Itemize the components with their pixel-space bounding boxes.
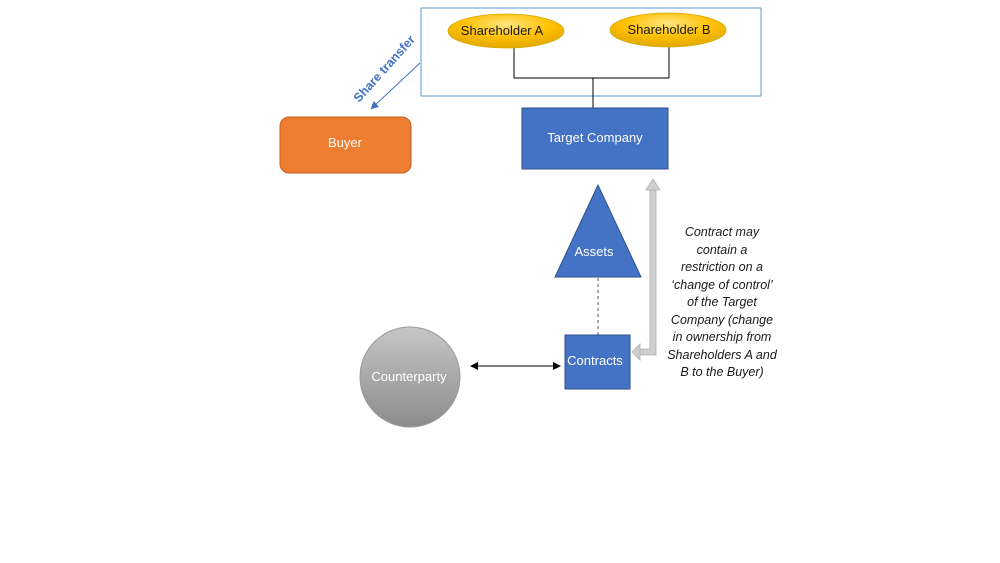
shareholder-b-label: Shareholder B: [627, 22, 710, 37]
change-of-control-arrow: [631, 178, 661, 361]
note-line: Shareholders A and: [667, 347, 777, 362]
contracts-node[interactable]: Contracts: [564, 334, 631, 390]
target-company-node[interactable]: Target Company: [521, 107, 669, 170]
note-line: restriction on a: [681, 260, 763, 274]
assets-node[interactable]: Assets: [554, 183, 642, 278]
note-line: ‘change of control’: [671, 277, 773, 292]
counterparty-label: Counterparty: [371, 369, 447, 384]
buyer-label: Buyer: [328, 135, 363, 150]
note-line: of the Target: [687, 295, 757, 309]
shareholders-frame: [420, 7, 762, 97]
shareholder-a-node[interactable]: Shareholder A: [447, 13, 565, 49]
note-line: Contract may: [684, 225, 760, 239]
note-line: in ownership from: [672, 330, 772, 344]
contracts-label: Contracts: [567, 353, 623, 368]
shareholder-a-label: Shareholder A: [461, 23, 544, 38]
note-line: B to the Buyer): [680, 365, 764, 379]
note-line: contain a: [696, 242, 748, 257]
note-line: Company (change: [670, 312, 774, 327]
assets-label: Assets: [574, 244, 614, 259]
counterparty-node[interactable]: Counterparty: [359, 326, 461, 428]
ownership-connector: [513, 44, 670, 108]
share-transfer-arrow: [370, 62, 421, 110]
share-transfer-label: Share transfer: [351, 33, 418, 105]
target-company-label: Target Company: [547, 130, 643, 145]
shareholder-b-node[interactable]: Shareholder B: [609, 12, 727, 48]
buyer-node[interactable]: Buyer: [279, 116, 412, 174]
change-of-control-note: Contract may contain a restriction on a …: [660, 224, 784, 382]
